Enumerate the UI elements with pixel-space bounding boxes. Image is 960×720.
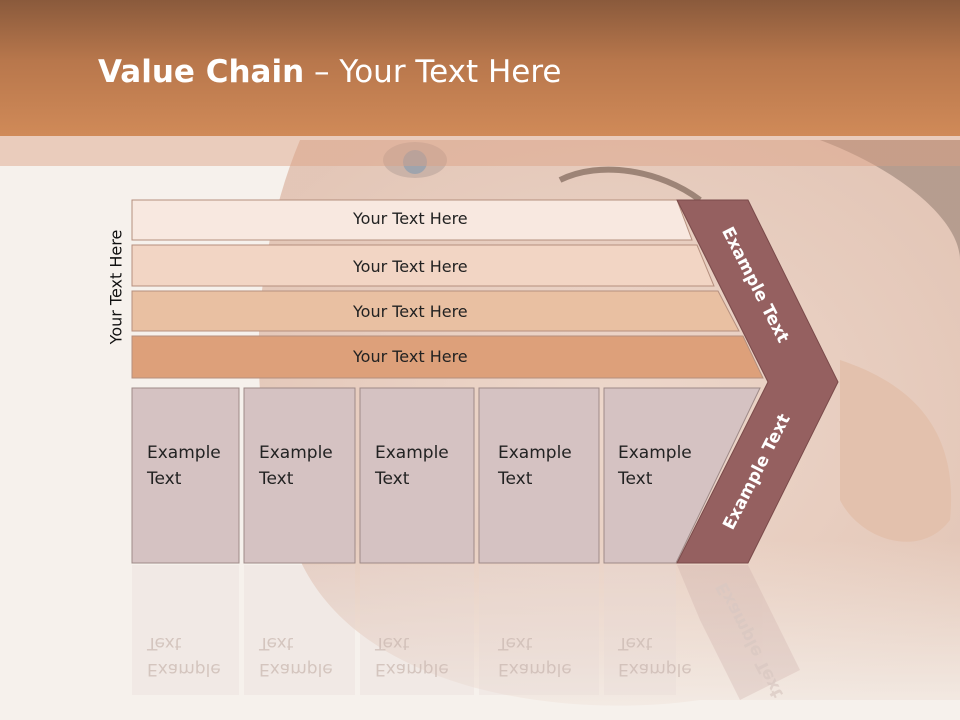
row-band-4 xyxy=(131,335,764,379)
title-rest: – Your Text Here xyxy=(304,54,562,90)
title-bold: Value Chain xyxy=(98,54,305,90)
row-label-3: Your Text Here xyxy=(353,302,468,321)
slide-title: Value Chain – Your Text Here xyxy=(98,54,561,90)
title-band xyxy=(0,136,960,166)
row-band-2 xyxy=(131,244,715,287)
row-band-3 xyxy=(131,290,740,332)
title-bar xyxy=(0,0,960,136)
row-label-1: Your Text Here xyxy=(353,209,468,228)
reflection-group xyxy=(132,565,800,700)
column-box-5 xyxy=(603,387,761,564)
column-box-2 xyxy=(243,387,356,564)
column-box-1 xyxy=(131,387,240,564)
row-label-4: Your Text Here xyxy=(353,347,468,366)
column-box-3 xyxy=(359,387,475,564)
side-label: Your Text Here xyxy=(106,229,126,345)
row-band-1 xyxy=(131,199,693,241)
column-box-4 xyxy=(478,387,600,564)
row-label-2: Your Text Here xyxy=(353,257,468,276)
chevron-arrow xyxy=(676,199,839,564)
